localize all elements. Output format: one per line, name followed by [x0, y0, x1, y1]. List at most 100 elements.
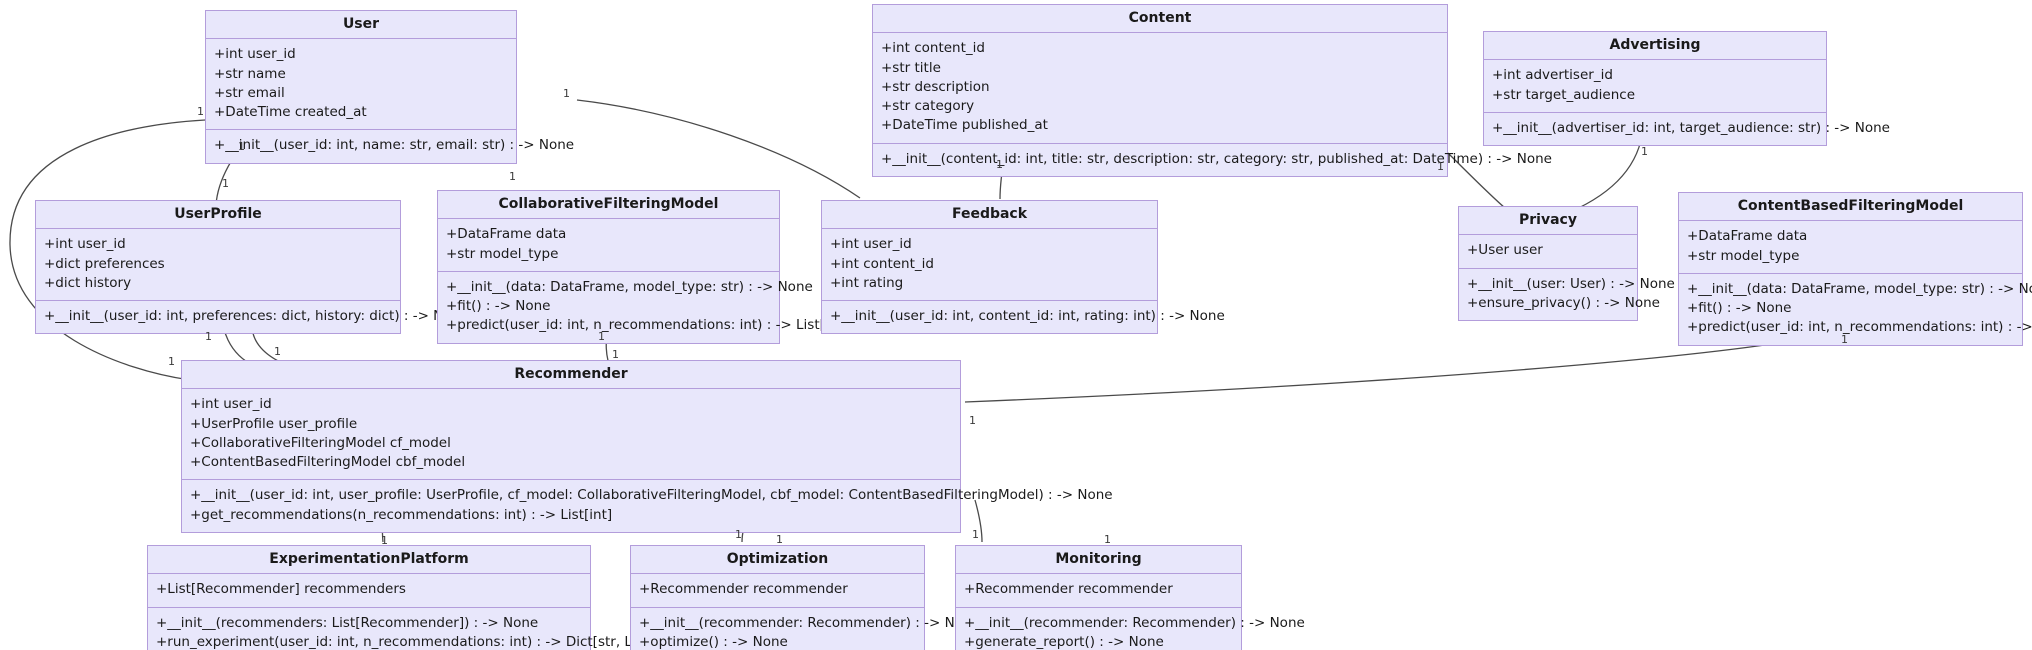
multiplicity-label: 1 — [996, 158, 1003, 171]
uml-class-user[interactable]: User+int user_id+str name+str email+Date… — [205, 10, 575, 164]
uml-class-privacy[interactable]: Privacy +User user +__init__(user: User) :… — [1458, 206, 1675, 322]
uml-method: +__init__(recommender: Recommender) : ->… — [639, 614, 980, 631]
uml-class-advertising[interactable]: Advertising +int advertiser_id +str target… — [1483, 31, 1890, 147]
uml-attributes-section: +List[Recommender] recommenders — [148, 574, 590, 607]
uml-class-recommender[interactable]: Recommender+int user_id+UserProfile user… — [181, 360, 1113, 533]
uml-attribute: +UserProfile user_profile — [190, 415, 358, 432]
uml-attribute: +User user — [1467, 242, 1543, 259]
uml-class-title: Privacy — [1459, 207, 1637, 236]
uml-attributes-section: +Recommender recommender — [956, 574, 1241, 607]
uml-method: +__init__(data: DataFrame, model_type: s… — [1687, 280, 2032, 297]
uml-attribute: +int content_id — [881, 40, 985, 57]
uml-method: +__init__(user_id: int, name: str, email… — [214, 137, 575, 154]
uml-attribute: +List[Recommender] recommenders — [156, 581, 406, 598]
uml-class-cbfmodel[interactable]: ContentBasedFilteringModel+DataFrame dat… — [1678, 192, 2032, 346]
uml-class-title: ExperimentationPlatform — [148, 546, 590, 575]
multiplicity-label: 1 — [598, 330, 605, 343]
uml-methods-section: +__init__(recommender: Recommender) : ->… — [956, 606, 1305, 650]
uml-method: +predict(user_id: int, n_recommendations… — [1687, 319, 2032, 336]
multiplicity-label: 1 — [274, 345, 281, 358]
uml-method: +__init__(advertiser_id: int, target_aud… — [1492, 119, 1890, 136]
uml-method: +fit() : -> None — [446, 298, 551, 315]
uml-attribute: +int user_id — [214, 46, 296, 63]
uml-methods-section: +__init__(data: DataFrame, model_type: s… — [1679, 272, 2032, 345]
uml-attributes-section: +int advertiser_id +str target_audience — [1484, 60, 1826, 112]
uml-attributes-section: +int content_id +str title +str descriptio… — [873, 33, 1447, 143]
uml-class-feedback[interactable]: Feedback+int user_id+int content_id+int … — [821, 200, 1225, 335]
uml-attribute: +DateTime created_at — [214, 104, 367, 121]
uml-methods-section: +__init__(user_id: int, content_id: int,… — [822, 300, 1225, 334]
uml-attribute: +Recommender recommender — [639, 581, 848, 598]
uml-attribute: +DataFrame data — [446, 226, 567, 243]
uml-class-title: ContentBasedFilteringModel — [1679, 193, 2022, 222]
uml-method: +optimize() : -> None — [639, 633, 788, 650]
uml-class-title: Feedback — [822, 201, 1157, 230]
multiplicity-label: 1 — [972, 528, 979, 541]
uml-method: +__init__(user: User) : -> None — [1467, 275, 1675, 292]
multiplicity-label: 1 — [1841, 333, 1848, 346]
uml-method: +__init__(content_id: int, title: str, d… — [881, 150, 1552, 167]
uml-method: +__init__(user_id: int, preferences: dic… — [44, 308, 469, 325]
uml-attributes-section: +User user — [1459, 235, 1637, 268]
uml-attribute: +int content_id — [830, 255, 934, 272]
uml-class-optimization[interactable]: Optimization +Recommender recommender +__i… — [630, 545, 980, 650]
multiplicity-label: 1 — [238, 140, 245, 153]
multiplicity-label: 1 — [509, 170, 516, 183]
uml-attribute: +str name — [214, 65, 286, 82]
uml-class-title: Content — [873, 5, 1447, 34]
uml-attribute: +DateTime published_at — [881, 117, 1048, 134]
uml-class-userprofile[interactable]: UserProfile+int user_id+dict preferences… — [35, 200, 469, 335]
uml-method: +__init__(data: DataFrame, model_type: s… — [446, 278, 813, 295]
uml-class-title: Monitoring — [956, 546, 1241, 575]
uml-class-monitoring[interactable]: Monitoring+Recommender recommender+__ini… — [955, 545, 1305, 650]
uml-attribute: +int advertiser_id — [1492, 67, 1613, 84]
multiplicity-label: 1 — [735, 528, 742, 541]
uml-methods-section: +__init__(recommenders: List[Recommender… — [148, 606, 682, 650]
uml-attribute: +str title — [881, 59, 941, 76]
multiplicity-label: 1 — [1641, 145, 1648, 158]
uml-attributes-section: +DataFrame data +str model_type — [1679, 221, 2022, 273]
uml-attribute: +str model_type — [446, 245, 559, 262]
uml-attribute: +str description — [881, 78, 990, 95]
uml-methods-section: +__init__(user: User) : -> None+ensure_p… — [1459, 267, 1675, 321]
uml-attributes-section: +int user_id+UserProfile user_profile+Co… — [182, 389, 960, 480]
uml-attribute: +DataFrame data — [1687, 228, 1808, 245]
uml-methods-section: +__init__(user_id: int, user_profile: Us… — [182, 479, 1113, 532]
uml-method: +run_experiment(user_id: int, n_recommen… — [156, 633, 682, 650]
multiplicity-label: 1 — [612, 348, 619, 361]
uml-attributes-section: +int user_id +int content_id +int rating — [822, 229, 1157, 301]
multiplicity-label: 1 — [969, 414, 976, 427]
uml-class-title: Recommender — [182, 361, 960, 390]
uml-method: +generate_report() : -> None — [964, 633, 1164, 650]
uml-method: +predict(user_id: int, n_recommendations… — [446, 317, 848, 334]
uml-attribute: +int user_id — [830, 236, 912, 253]
uml-method: +__init__(user_id: int, user_profile: Us… — [190, 487, 1113, 504]
multiplicity-label: 1 — [197, 105, 204, 118]
uml-class-title: CollaborativeFilteringModel — [438, 191, 779, 220]
uml-attribute: +dict history — [44, 274, 132, 291]
uml-methods-section: +__init__(advertiser_id: int, target_aud… — [1484, 111, 1890, 146]
multiplicity-label: 1 — [1104, 533, 1111, 546]
uml-attribute: +int rating — [830, 274, 904, 291]
uml-attribute: +int user_id — [44, 236, 126, 253]
uml-attribute: +str category — [881, 98, 975, 115]
uml-class-cfmodel[interactable]: CollaborativeFilteringModel+DataFrame da… — [437, 190, 848, 344]
uml-class-title: Advertising — [1484, 32, 1826, 61]
multiplicity-label: 1 — [168, 355, 175, 368]
uml-attributes-section: +DataFrame data +str model_type — [438, 219, 779, 271]
multiplicity-label: 1 — [776, 533, 783, 546]
uml-methods-section: +__init__(user_id: int, name: str, email… — [206, 129, 575, 163]
uml-class-experimentation[interactable]: ExperimentationPlatform +List[Recommender… — [147, 545, 682, 650]
uml-attribute: +str model_type — [1687, 247, 1800, 264]
uml-methods-section: +__init__(data: DataFrame, model_type: s… — [438, 270, 848, 343]
multiplicity-label: 1 — [222, 177, 229, 190]
uml-attribute: +str email — [214, 84, 285, 101]
multiplicity-label: 1 — [1437, 160, 1444, 173]
uml-attribute: +dict preferences — [44, 255, 165, 272]
relationship-edge — [576, 99, 861, 199]
multiplicity-label: 1 — [381, 534, 388, 547]
uml-attribute: +str target_audience — [1492, 86, 1636, 103]
uml-class-title: Optimization — [631, 546, 924, 575]
uml-class-content[interactable]: Content +int content_id +str title +str des… — [872, 4, 1552, 177]
